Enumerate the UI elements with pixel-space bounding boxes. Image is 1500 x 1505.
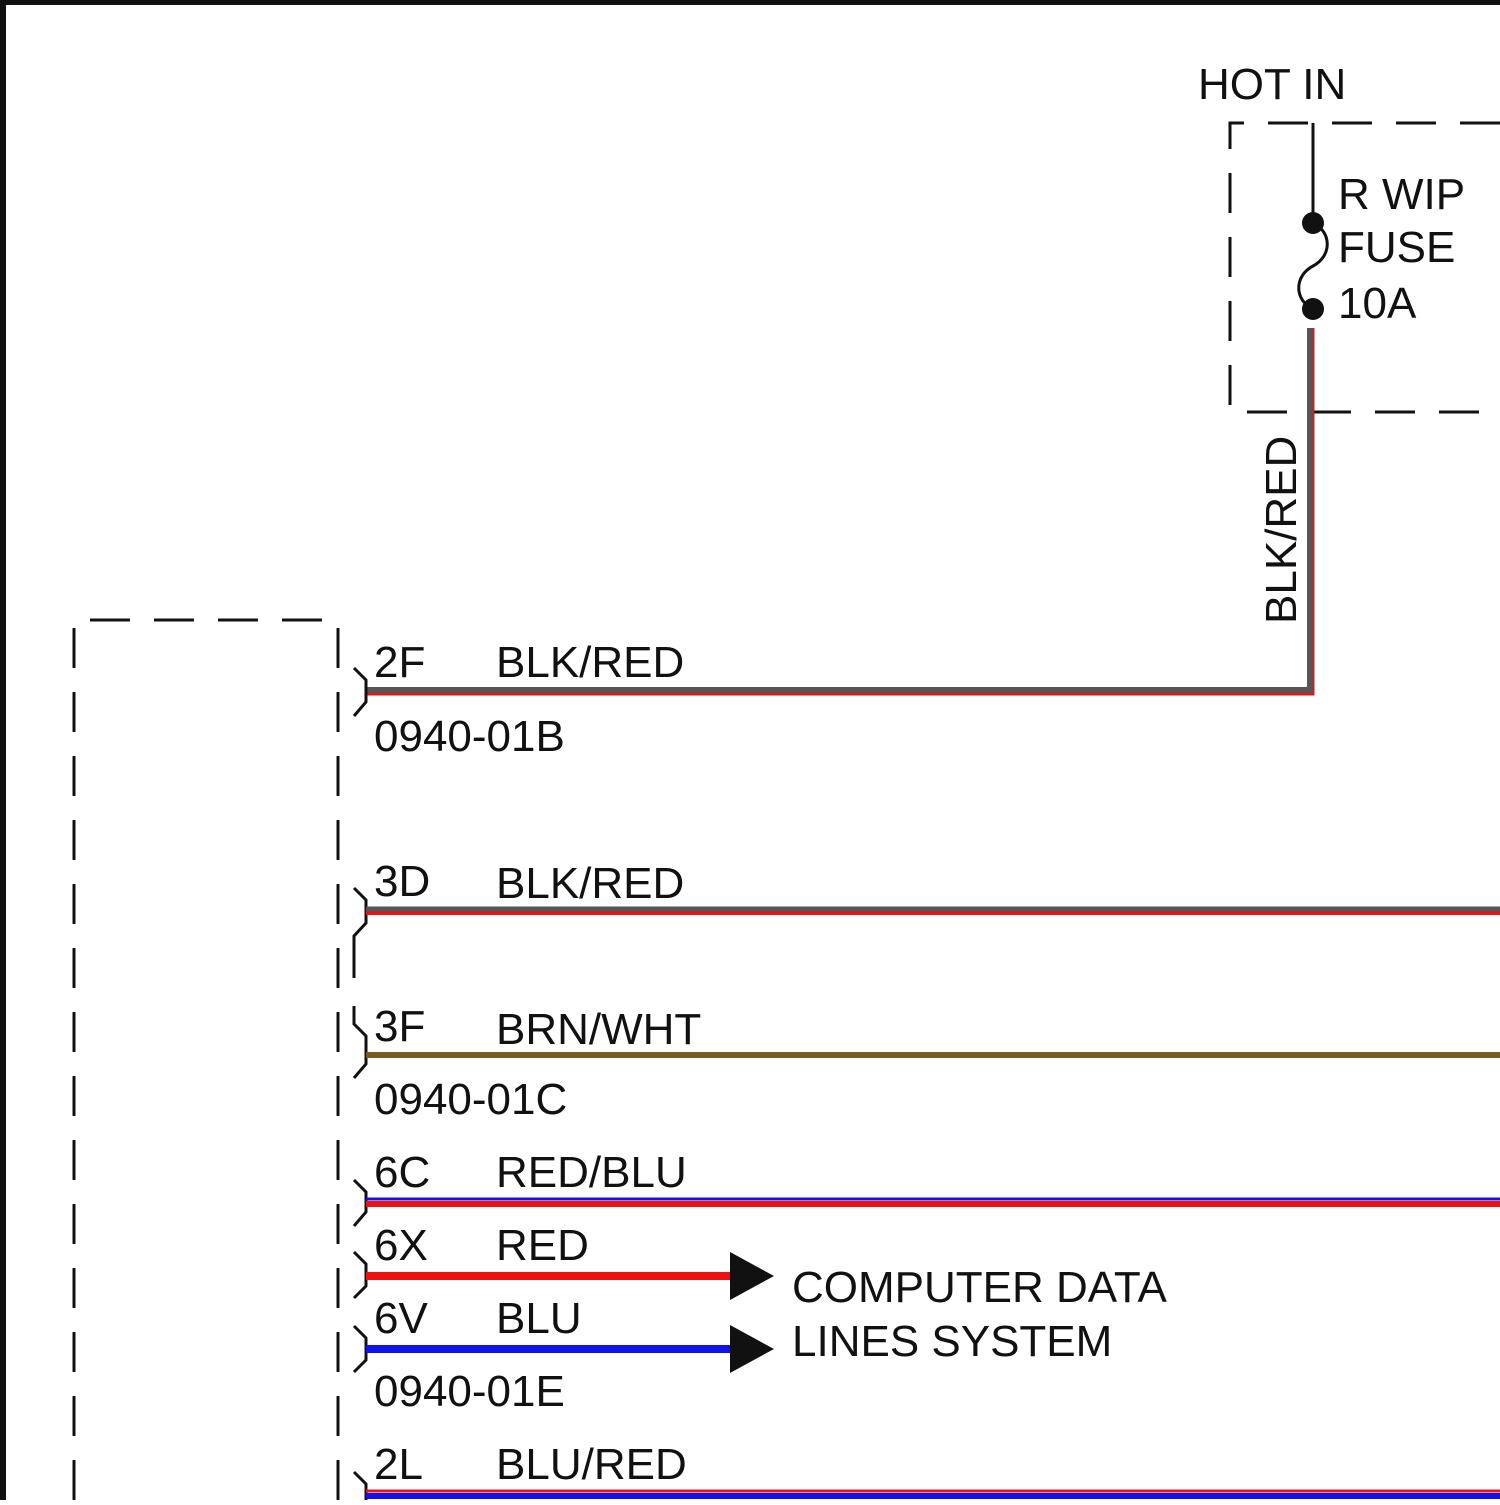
module-outline-path [74, 620, 338, 1500]
fuse-terminal-bottom [1302, 298, 1324, 320]
fuse-box: HOT IN R WIP FUSE 10A [1198, 60, 1500, 412]
pin-bracket-6c [354, 1180, 366, 1226]
wire-color-label: BRN/WHT [496, 1005, 701, 1054]
system-label-line2: LINES SYSTEM [792, 1317, 1112, 1366]
vertical-wire-label: BLK/RED [1257, 436, 1306, 624]
system-label-line1: COMPUTER DATA [792, 1263, 1167, 1312]
system-arrows: COMPUTER DATA LINES SYSTEM [730, 1252, 1167, 1373]
fuse-name-line2: FUSE [1338, 223, 1455, 272]
fuse-element [1299, 223, 1328, 309]
pin-label: 6V [374, 1294, 428, 1343]
wire-color-label: BLK/RED [496, 638, 684, 687]
pin-label: 6X [374, 1221, 428, 1270]
wire-color-label: RED/BLU [496, 1148, 687, 1197]
circuit-labels: 2F BLK/RED 0940-01B 3D BLK/RED 3F BRN/WH… [374, 638, 701, 1489]
wire-color-label: BLK/RED [496, 859, 684, 908]
connector-id: 0940-01B [374, 712, 565, 761]
wire-color-label: RED [496, 1221, 589, 1270]
module-outline [74, 620, 338, 1500]
pin-bracket-3f [354, 1006, 366, 1078]
hot-in-label: HOT IN [1198, 60, 1346, 109]
pin-bracket-3d [354, 888, 366, 978]
fuse-rating: 10A [1338, 279, 1417, 328]
fuse-name-line1: R WIP [1338, 170, 1465, 219]
connector-pins [354, 668, 366, 1500]
wire-color-label: BLU/RED [496, 1440, 687, 1489]
connector-id: 0940-01E [374, 1367, 565, 1416]
pin-bracket-6x [354, 1252, 366, 1298]
arrow-6v-icon [730, 1325, 774, 1373]
pin-label: 3F [374, 1002, 425, 1051]
wire-color-label: BLU [496, 1294, 582, 1343]
arrow-6x-icon [730, 1252, 774, 1300]
connector-id: 0940-01C [374, 1075, 567, 1124]
pin-bracket-6v [354, 1326, 366, 1372]
pin-label: 3D [374, 857, 430, 906]
pin-label: 2F [374, 638, 425, 687]
pin-label: 2L [374, 1440, 423, 1489]
pin-bracket-2f [354, 668, 366, 716]
pin-label: 6C [374, 1148, 430, 1197]
fuse-symbol [1299, 123, 1328, 320]
pin-bracket-2l [354, 1472, 366, 1500]
wire-2f-body [366, 328, 1310, 690]
